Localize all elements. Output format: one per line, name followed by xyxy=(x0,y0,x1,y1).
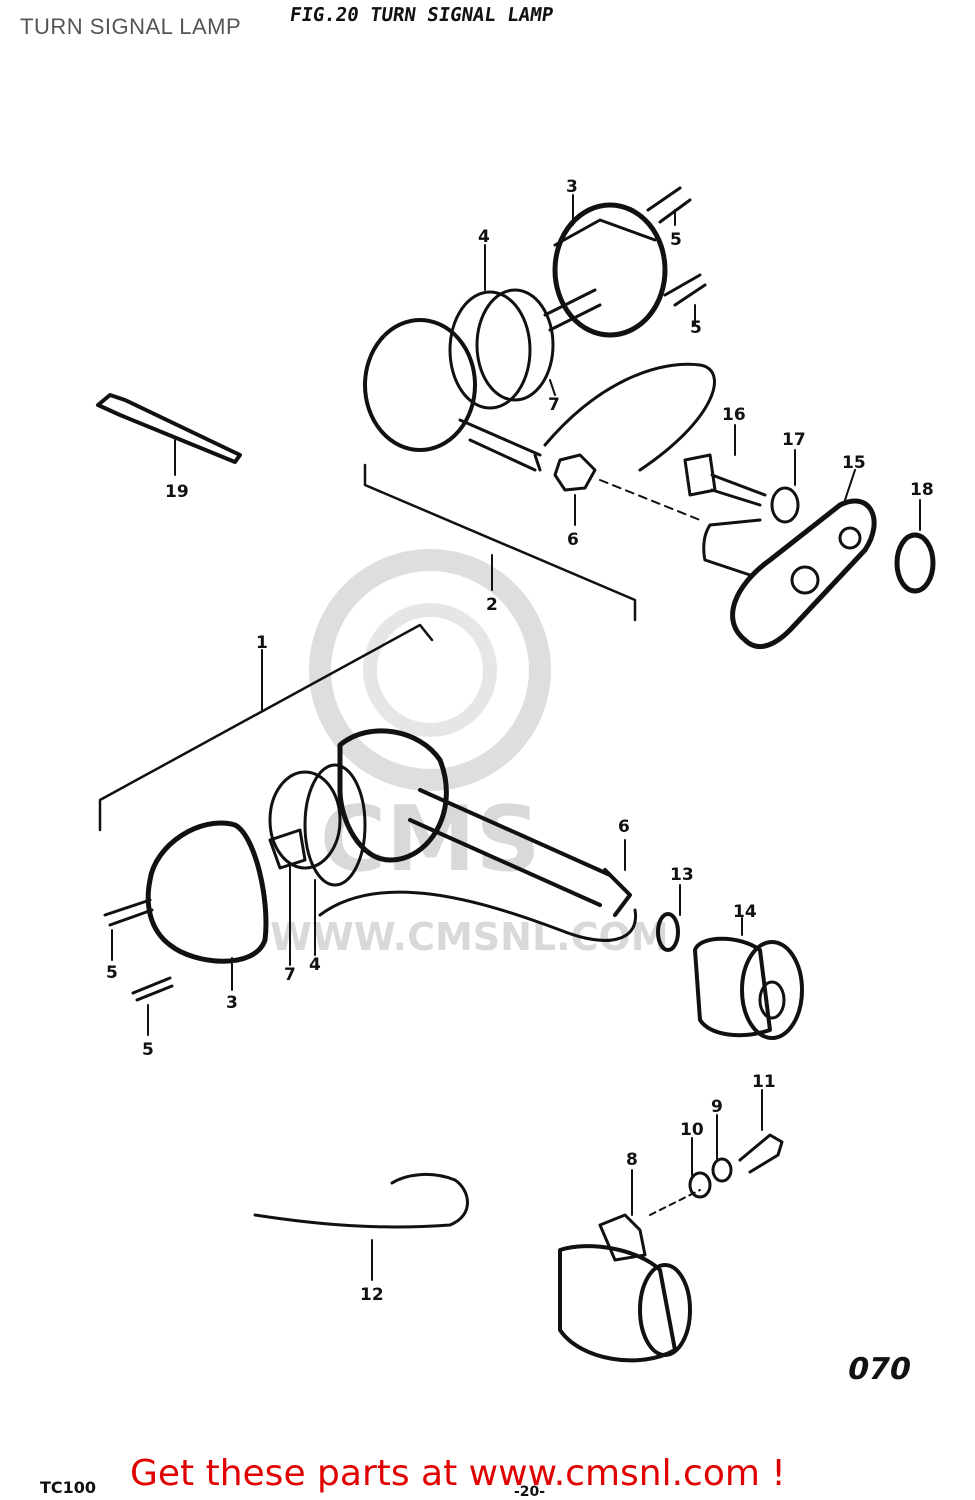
front-screw-a xyxy=(646,186,692,224)
label-front-bolt: 16 xyxy=(722,405,746,425)
label-front-nut: 6 xyxy=(567,530,579,550)
relay-washer-b xyxy=(688,1171,712,1199)
tool-blade xyxy=(96,393,242,464)
label-rear-ring: 4 xyxy=(309,955,321,975)
label-rear-socket: 7 xyxy=(284,965,296,985)
rear-assembly-bracket xyxy=(98,623,434,832)
label-front-screw-a: 5 xyxy=(670,230,682,250)
rear-lamp-lens xyxy=(145,820,269,964)
relay-group xyxy=(253,1089,784,1363)
label-front-screw-b: 5 xyxy=(690,318,702,338)
front-socket xyxy=(458,418,542,472)
front-lamp-wire xyxy=(543,362,716,472)
relay-wire xyxy=(253,1173,469,1229)
relay-bolt xyxy=(738,1133,784,1174)
rear-socket xyxy=(268,828,307,870)
rear-lamp-wire xyxy=(318,890,638,942)
rear-leader-lines xyxy=(111,839,743,1036)
front-housing-stem xyxy=(543,288,602,332)
front-lamp-group xyxy=(363,186,936,650)
watermark-face xyxy=(363,603,497,737)
part-labels: 3 4 5 5 7 6 16 17 15 18 2 19 1 6 13 14 7… xyxy=(106,177,934,1305)
page-number: -20- xyxy=(514,1484,546,1500)
relay-body xyxy=(558,1244,677,1363)
front-bracket xyxy=(730,498,877,650)
rear-lamp-ring xyxy=(268,770,342,870)
model-code: TC100 xyxy=(40,1478,97,1497)
drawing-code: 070 xyxy=(844,1352,915,1387)
front-lamp-housing xyxy=(552,202,668,338)
watermark-circle xyxy=(309,549,551,791)
front-lamp-ring-2 xyxy=(475,288,555,402)
front-bracket-hole xyxy=(790,565,820,595)
front-bracket-hole-2 xyxy=(838,526,862,550)
page-title: TURN SIGNAL LAMP xyxy=(20,14,242,39)
label-front-ring: 4 xyxy=(478,227,490,247)
tool-group xyxy=(96,393,242,476)
label-front-bracket: 15 xyxy=(842,453,866,473)
label-relay-washer: 9 xyxy=(711,1097,723,1117)
label-rear-grommet: 14 xyxy=(733,902,757,922)
relay-washer xyxy=(711,1157,733,1183)
label-rear-lens: 3 xyxy=(226,993,238,1013)
label-tool: 19 xyxy=(165,482,189,502)
front-lamp-lens xyxy=(363,318,477,452)
front-bolt xyxy=(683,453,767,507)
watermark-url: WWW.CMSNL.COM xyxy=(270,915,669,959)
front-assembly-bracket xyxy=(363,463,637,622)
label-front-assembly: 2 xyxy=(486,595,498,615)
rear-screw-a xyxy=(103,898,154,927)
label-rear-assembly: 1 xyxy=(256,633,268,653)
relay-axis-line xyxy=(649,1189,701,1216)
front-lamp-ring xyxy=(448,290,532,410)
front-stem xyxy=(702,518,762,577)
front-leader-lines xyxy=(484,194,921,591)
rear-grommet xyxy=(693,936,772,1038)
label-front-socket: 7 xyxy=(548,395,560,415)
label-rear-screw-a: 5 xyxy=(106,963,118,983)
label-rear-screw-b: 5 xyxy=(142,1040,154,1060)
rear-lamp-ring-2 xyxy=(303,763,367,887)
front-screw-b xyxy=(663,273,707,307)
relay-end xyxy=(638,1263,692,1357)
promo-link[interactable]: Get these parts at www.cmsnl.com ! xyxy=(130,1453,786,1494)
label-front-lens: 3 xyxy=(566,177,578,197)
label-front-washer-b: 18 xyxy=(910,480,934,500)
rear-lamp-housing xyxy=(337,728,449,863)
rear-grommet-hole xyxy=(758,980,786,1020)
front-washer xyxy=(770,486,800,524)
rear-screw-b xyxy=(131,976,174,1002)
front-nut xyxy=(553,453,597,492)
relay-bracket xyxy=(598,1213,647,1262)
label-relay: 8 xyxy=(626,1150,638,1170)
rear-grommet-end xyxy=(740,940,804,1040)
rear-lamp-group xyxy=(98,623,804,1040)
label-rear-washer: 13 xyxy=(670,865,694,885)
label-relay-bolt: 11 xyxy=(752,1072,776,1092)
label-relay-wire: 12 xyxy=(360,1285,384,1305)
front-washer-b xyxy=(894,532,936,594)
label-rear-nut: 6 xyxy=(618,817,630,837)
rear-stem xyxy=(408,788,632,917)
front-housing-rim xyxy=(553,218,657,247)
front-axis-line xyxy=(599,479,701,521)
label-relay-washer-b: 10 xyxy=(680,1120,704,1140)
rear-washer xyxy=(656,912,680,952)
label-front-washer: 17 xyxy=(782,430,806,450)
relay-leader-lines xyxy=(371,1089,763,1281)
